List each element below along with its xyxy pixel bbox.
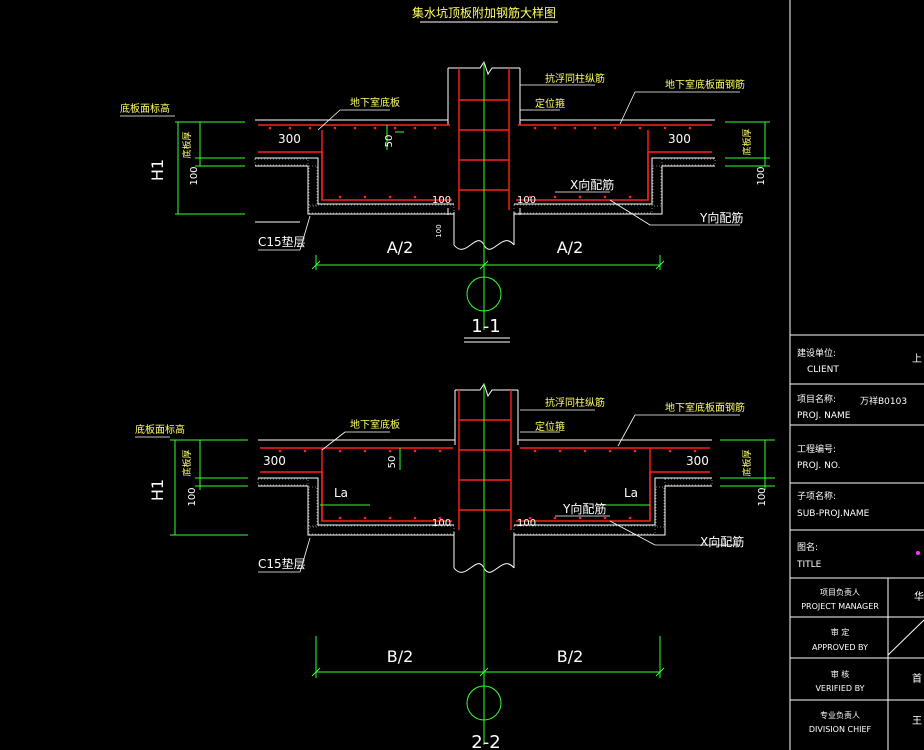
s1-top-right: 地下室底板面钢筋 [665, 78, 745, 91]
s1-d100-left: 100 [432, 195, 451, 206]
s2-d100-side-right: 100 [757, 487, 768, 506]
rebar-dots-2 [278, 449, 697, 520]
section-2-2: 抗浮同柱纵筋 定位箍 地下室底板面钢筋 底板面标高 地下室底板 底板厚 底板厚 … [135, 382, 775, 750]
s1-bars-2: Y向配筋 [699, 210, 743, 225]
s2-d300-left: 300 [263, 454, 286, 468]
dimensions-1 [175, 62, 770, 330]
s2-top-center-1: 抗浮同柱纵筋 [545, 396, 605, 409]
bedding-hatch-2 [257, 478, 713, 535]
s2-la-right: La [624, 486, 638, 500]
s2-name: 2-2 [471, 732, 500, 750]
tb-client-value: 上 [912, 353, 922, 365]
s1-top-center-1: 抗浮同柱纵筋 [545, 72, 605, 85]
s1-d300-right: 300 [668, 132, 691, 146]
tb-proj-name-value: 万祥B0103 [860, 395, 907, 407]
s1-h1: H1 [148, 159, 167, 181]
tb-approved-cn: 审 定 [831, 627, 850, 637]
section-1-1: 抗浮同柱纵筋 定位箍 地下室底板面钢筋 底板面标高 地下室底板 底板厚 底板厚 … [120, 60, 770, 343]
tb-verified-en: VERIFIED BY [815, 684, 864, 693]
s2-bars-2: X向配筋 [700, 534, 744, 549]
s2-top-left: 底板面标高 [135, 423, 185, 436]
s1-d100-side-right: 100 [756, 166, 767, 185]
s2-la-left: La [334, 486, 348, 500]
s1-dim-right: A/2 [557, 238, 584, 257]
s2-dim-right: B/2 [557, 647, 584, 666]
tb-proj-name-en: PROJ. NAME [797, 411, 851, 421]
s1-bedding: C15垫层 [258, 234, 306, 249]
s2-bars-1: Y向配筋 [562, 501, 606, 516]
leaders-1 [120, 84, 740, 251]
s2-bedding: C15垫层 [258, 556, 306, 571]
s2-d100-side-left: 100 [187, 487, 198, 506]
s2-d100-right: 100 [517, 518, 536, 529]
s2-d100-left: 100 [432, 518, 451, 529]
s1-side-right: 底板厚 [741, 128, 753, 155]
tb-chief-value: 王 [912, 716, 922, 727]
s1-dim-left: A/2 [387, 238, 414, 257]
s1-top-left: 底板面标高 [120, 102, 170, 115]
s1-side-left: 底板厚 [181, 131, 193, 158]
rebar-2 [260, 390, 710, 530]
column-2 [454, 382, 519, 445]
tb-title-cn: 图名: [797, 541, 818, 553]
tb-client-cn: 建设单位: [797, 347, 836, 359]
tb-pm-en: PROJECT MANAGER [801, 602, 879, 611]
tb-verified-value: 首 [912, 672, 922, 685]
dimensions-2 [170, 384, 775, 745]
s1-name: 1-1 [471, 316, 500, 337]
tb-sub-proj-cn: 子项名称: [797, 490, 836, 502]
tb-verified-cn: 审 核 [831, 669, 850, 679]
drawing-title: 集水坑顶板附加钢筋大样图 [412, 5, 556, 20]
concrete-outline-2 [258, 439, 712, 536]
concrete-outline-1 [255, 119, 715, 223]
tb-chief-cn: 专业负责人 [820, 710, 860, 720]
s2-slab: 地下室底板 [350, 418, 400, 431]
tb-chief-en: DIVISION CHIEF [809, 725, 872, 734]
s1-bars-1: X向配筋 [570, 177, 614, 192]
tb-approved-en: APPROVED BY [812, 643, 868, 652]
s2-d300-right: 300 [686, 454, 709, 468]
tb-title-marker [916, 551, 920, 555]
s2-d50: 50 [387, 456, 398, 469]
tb-title-en: TITLE [796, 560, 822, 570]
tb-sub-proj-en: SUB-PROJ.NAME [797, 509, 870, 519]
s1-d100-bottom: 100 [435, 224, 443, 237]
s2-h1: H1 [148, 479, 167, 501]
s2-dim-left: B/2 [387, 647, 414, 666]
s2-side-left: 底板厚 [181, 449, 193, 476]
tb-proj-name-cn: 项目名称: [797, 393, 836, 405]
tb-pm-cn: 项目负责人 [820, 587, 860, 597]
leaders-2 [135, 409, 740, 573]
tb-pm-value: 华 [914, 590, 924, 603]
tb-proj-no-cn: 工程编号: [797, 443, 836, 455]
s1-d100-right: 100 [517, 195, 536, 206]
rebar-1 [258, 68, 712, 210]
s2-top-center-2: 定位箍 [535, 420, 565, 433]
rebar-dots-1 [268, 126, 692, 199]
title-block: 建设单位: CLIENT 上 项目名称: PROJ. NAME 万祥B0103 … [789, 0, 924, 750]
s1-d100-side-left: 100 [189, 166, 200, 185]
s1-d50: 50 [384, 135, 395, 148]
s2-top-right: 地下室底板面钢筋 [665, 401, 745, 414]
s2-side-right: 底板厚 [741, 449, 753, 476]
s1-slab: 地下室底板 [350, 96, 400, 109]
tb-proj-no-en: PROJ. NO. [797, 461, 840, 471]
tb-client-en: CLIENT [807, 365, 839, 375]
s1-top-center-2: 定位箍 [535, 97, 565, 110]
bedding-hatch-1 [254, 158, 716, 214]
s1-d300-left: 300 [278, 132, 301, 146]
